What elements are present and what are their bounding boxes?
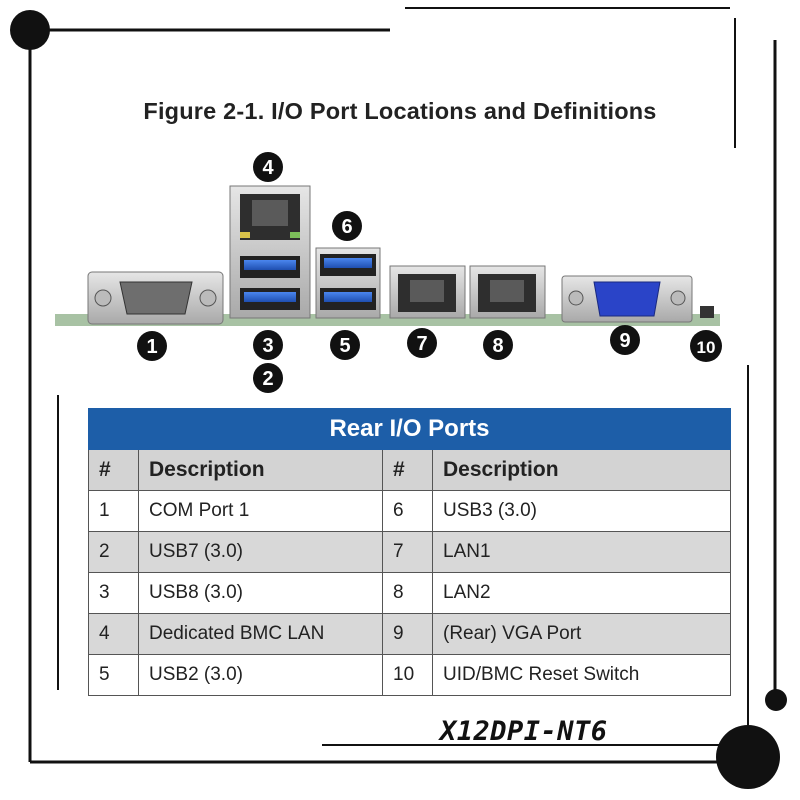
- callout-label: 7: [416, 333, 427, 355]
- row-num: 8: [382, 572, 433, 614]
- callout-label: 8: [492, 335, 503, 357]
- row-num: 5: [88, 654, 139, 696]
- row-description: USB8 (3.0): [138, 572, 383, 614]
- row-num: 1: [88, 490, 139, 532]
- header-description-right: Description: [432, 449, 731, 491]
- table-banner: Rear I/O Ports: [88, 408, 731, 450]
- bmc-lan-usb-stack: [229, 185, 311, 319]
- lan1-connector: [389, 265, 466, 319]
- callout-1: 1: [137, 331, 167, 361]
- table-row: 1 COM Port 1 6 USB3 (3.0): [88, 490, 731, 532]
- row-description: USB3 (3.0): [432, 490, 731, 532]
- table-row: 2 USB7 (3.0) 7 LAN1: [88, 531, 731, 573]
- callout-9: 9: [610, 325, 640, 355]
- io-panel-illustration: 1 2 3 4 5 6 7 8 9 10: [55, 152, 722, 393]
- row-description: USB2 (3.0): [138, 654, 383, 696]
- row-num: 2: [88, 531, 139, 573]
- callout-label: 2: [262, 368, 273, 390]
- callout-5: 5: [330, 330, 360, 360]
- callout-label: 5: [339, 335, 350, 357]
- header-description-left: Description: [138, 449, 383, 491]
- callout-7: 7: [407, 328, 437, 358]
- row-num: 3: [88, 572, 139, 614]
- lan2-connector: [469, 265, 546, 319]
- callout-2: 2: [253, 363, 283, 393]
- callout-label: 10: [697, 338, 716, 357]
- row-description: (Rear) VGA Port: [432, 613, 731, 655]
- table-header-row: # Description # Description: [88, 449, 731, 491]
- callout-label: 4: [262, 157, 274, 179]
- table-row: 5 USB2 (3.0) 10 UID/BMC Reset Switch: [88, 654, 731, 696]
- callout-4: 4: [253, 152, 283, 182]
- model-label: X12DPI-NT6: [440, 716, 608, 747]
- com-port-connector: [87, 271, 224, 325]
- row-num: 9: [382, 613, 433, 655]
- table-row: 4 Dedicated BMC LAN 9 (Rear) VGA Port: [88, 613, 731, 655]
- rear-io-ports-table: Rear I/O Ports # Description # Descripti…: [88, 408, 731, 696]
- header-num-left: #: [88, 449, 139, 491]
- row-description: LAN1: [432, 531, 731, 573]
- row-num: 4: [88, 613, 139, 655]
- callout-8: 8: [483, 330, 513, 360]
- vga-connector: [561, 275, 693, 323]
- uid-switch: [700, 306, 714, 318]
- row-num: 10: [382, 654, 433, 696]
- callout-label: 9: [619, 330, 630, 352]
- usb-stack-right: [315, 247, 381, 319]
- callout-6: 6: [332, 211, 362, 241]
- callout-10: 10: [690, 330, 722, 362]
- figure-title: Figure 2-1. I/O Port Locations and Defin…: [143, 98, 657, 124]
- row-description: USB7 (3.0): [138, 531, 383, 573]
- row-description: LAN2: [432, 572, 731, 614]
- row-num: 7: [382, 531, 433, 573]
- row-num: 6: [382, 490, 433, 532]
- callout-label: 1: [146, 336, 157, 358]
- callout-3: 3: [253, 330, 283, 360]
- row-description: UID/BMC Reset Switch: [432, 654, 731, 696]
- table-row: 3 USB8 (3.0) 8 LAN2: [88, 572, 731, 614]
- row-description: Dedicated BMC LAN: [138, 613, 383, 655]
- callout-label: 3: [262, 335, 273, 357]
- row-description: COM Port 1: [138, 490, 383, 532]
- header-num-right: #: [382, 449, 433, 491]
- callout-label: 6: [341, 216, 352, 238]
